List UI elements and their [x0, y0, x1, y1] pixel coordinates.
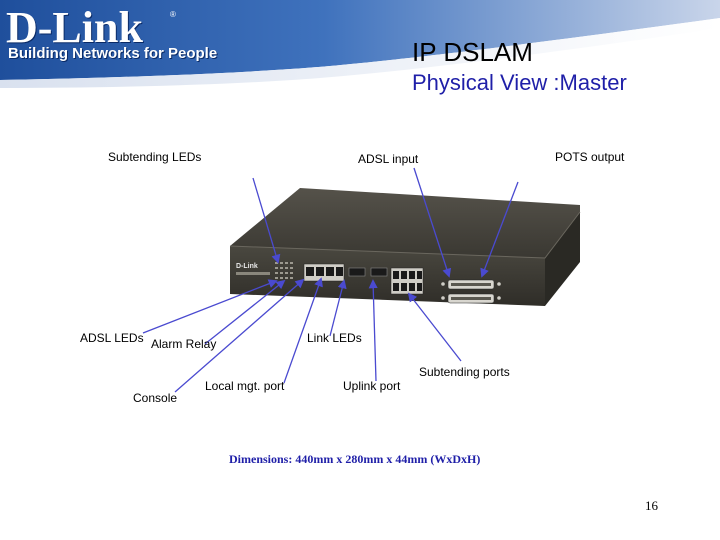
dlink-logo: D-Link ® Building Networks for People: [4, 2, 217, 66]
adsl-led-cluster: [275, 262, 293, 279]
subtending-port-block: [390, 267, 424, 295]
logo-tagline: Building Networks for People: [8, 45, 218, 62]
callout-adsl-input: ADSL input: [358, 152, 419, 166]
callout-pots-output: POTS output: [555, 150, 625, 164]
callout-arrows: [142, 167, 519, 393]
chassis-front: [230, 246, 545, 306]
telco-connectors: [441, 279, 501, 304]
callout-uplink-port: Uplink port: [343, 379, 401, 393]
banner-background: [0, 0, 720, 88]
chassis-top: [230, 188, 580, 258]
logo-brand: D-Link: [6, 3, 143, 52]
page-title: IP DSLAM: [412, 37, 533, 67]
chassis-side: [545, 212, 580, 306]
device-label: D-Link: [236, 263, 258, 270]
callout-subtending-ports: Subtending ports: [419, 365, 510, 379]
callout-local-mgt-port: Local mgt. port: [205, 379, 285, 393]
header-banner: D-Link ® Building Networks for People: [0, 0, 720, 88]
callout-console: Console: [133, 391, 178, 405]
callout-adsl-leds: ADSL LEDs: [80, 331, 144, 345]
rj45-ports: [303, 263, 345, 282]
page-number: 16: [645, 498, 658, 513]
dimensions-text: Dimensions: 440mm x 280mm x 44mm (WxDxH): [229, 452, 481, 466]
registered-mark-icon: ®: [170, 10, 176, 19]
callout-alarm-relay: Alarm Relay: [151, 337, 217, 351]
callout-subtending-leds: Subtending LEDs: [108, 150, 202, 164]
sfp-slots: [348, 267, 388, 277]
page-subtitle: Physical View :Master: [412, 70, 627, 95]
callout-link-leds: Link LEDs: [307, 331, 362, 345]
